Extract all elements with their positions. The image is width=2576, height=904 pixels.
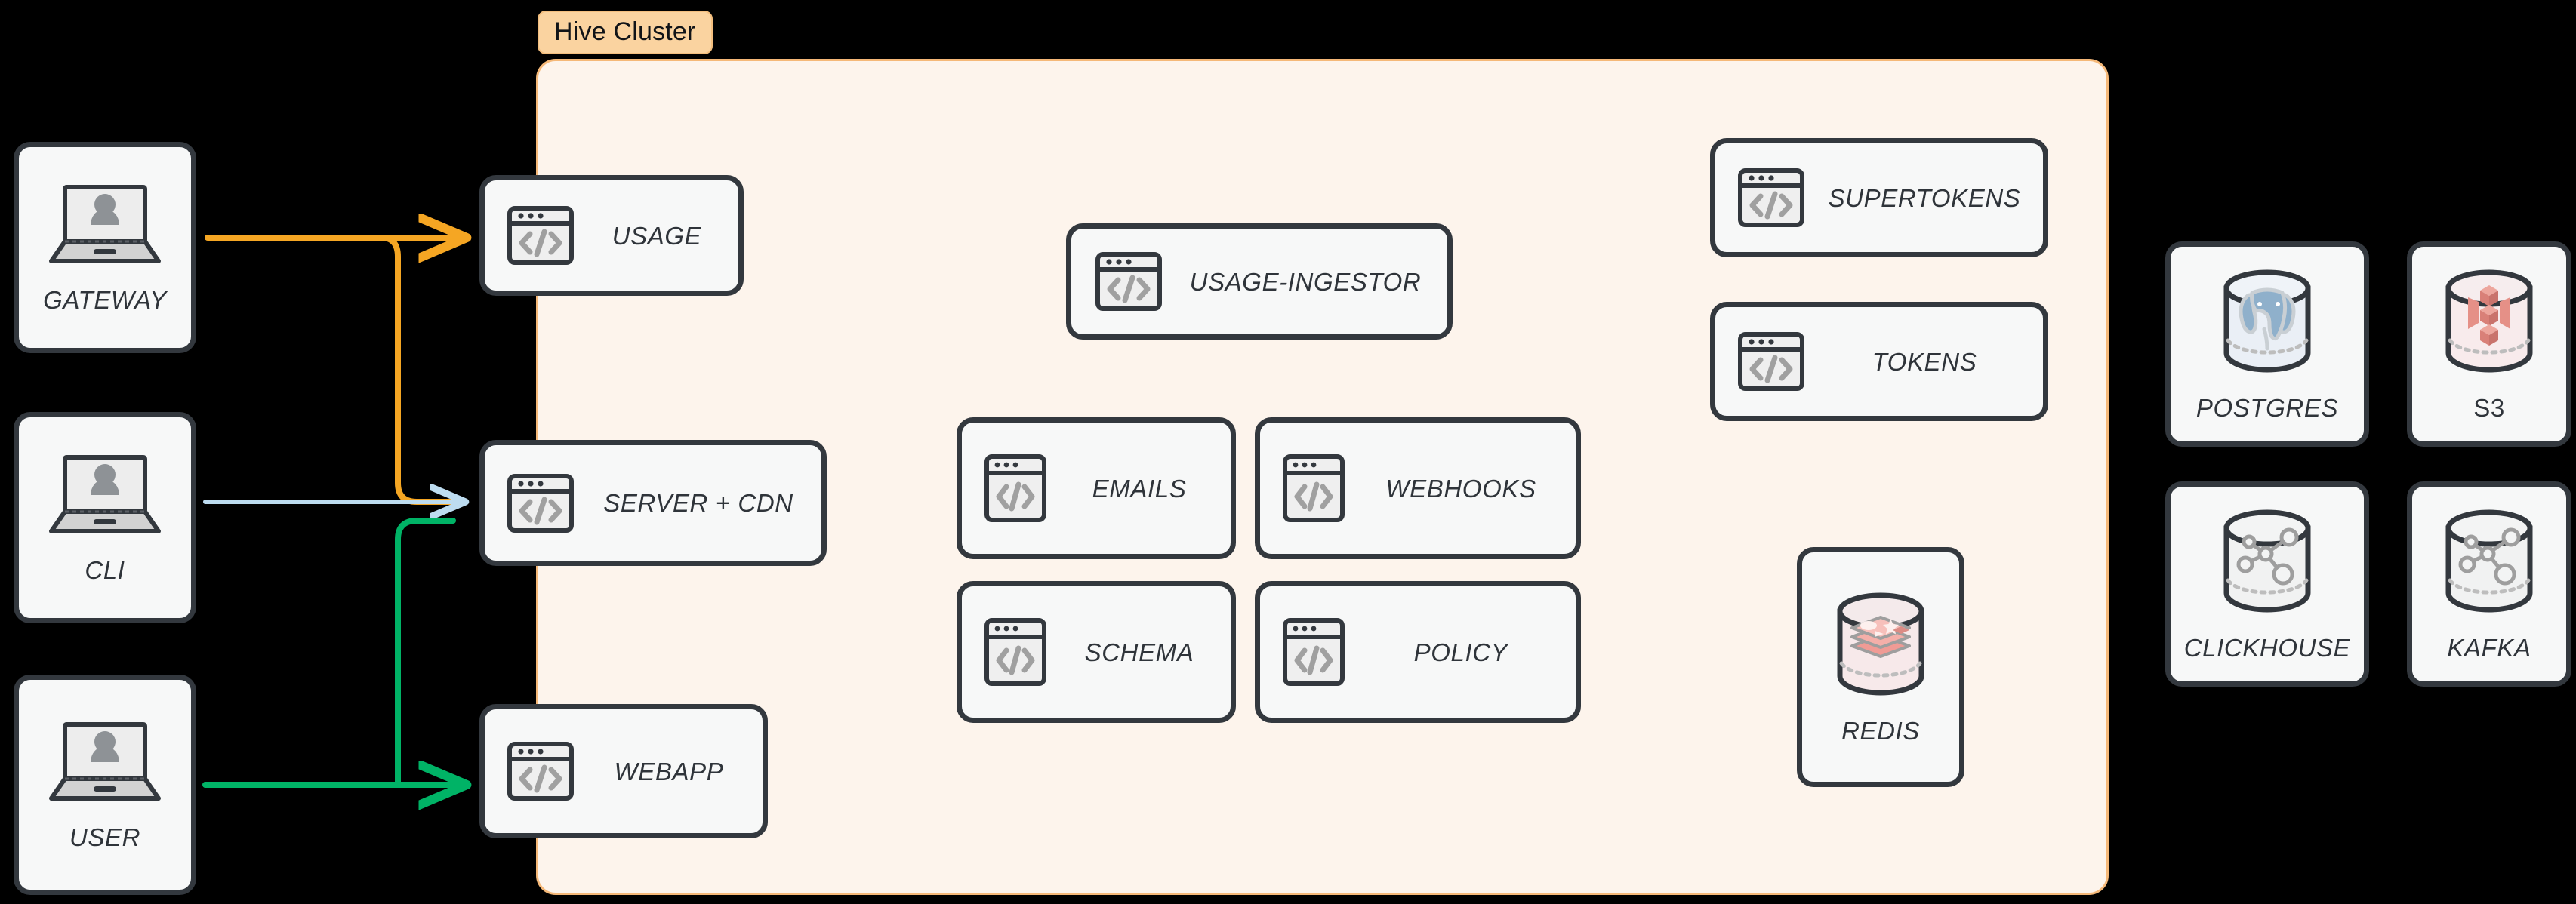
node-postgres-label: POSTGRES: [2195, 393, 2339, 422]
graph-cylinder-icon: [2217, 509, 2317, 616]
node-webhooks-label: WEBHOOKS: [1385, 474, 1536, 503]
laptop-user-icon: [45, 183, 165, 268]
node-cli[interactable]: CLI: [14, 412, 196, 623]
laptop-user-icon: [45, 454, 165, 538]
node-redis[interactable]: REDIS: [1797, 547, 1964, 787]
node-webapp[interactable]: WEBAPP: [479, 704, 768, 838]
node-usage-ingestor[interactable]: USAGE-INGESTOR: [1066, 223, 1453, 340]
node-webapp-label: WEBAPP: [614, 757, 724, 786]
node-server-cdn-label: SERVER + CDN: [603, 489, 793, 517]
node-tokens-label: TOKENS: [1872, 347, 1977, 376]
node-supertokens-label: SUPERTOKENS: [1828, 183, 2021, 212]
code-window-icon: [506, 736, 575, 806]
hive-cluster-badge: Hive Cluster: [538, 11, 713, 54]
s3-cylinder-icon: [2439, 269, 2539, 376]
node-supertokens[interactable]: SUPERTOKENS: [1710, 138, 2048, 257]
node-policy[interactable]: POLICY: [1255, 581, 1581, 723]
node-emails[interactable]: EMAILS: [957, 417, 1236, 559]
node-usage[interactable]: USAGE: [479, 175, 744, 296]
node-server-cdn[interactable]: SERVER + CDN: [479, 440, 827, 566]
code-window-icon: [983, 450, 1048, 526]
code-window-icon: [506, 201, 575, 270]
connector-gateway-to-server-cdn: [378, 235, 456, 505]
node-policy-label: POLICY: [1413, 638, 1508, 666]
node-s3-label: S3: [2473, 393, 2505, 422]
code-window-icon: [1281, 450, 1346, 526]
code-window-icon: [1281, 614, 1346, 690]
node-gateway[interactable]: GATEWAY: [14, 142, 196, 353]
code-window-icon: [1736, 163, 1806, 232]
node-tokens[interactable]: TOKENS: [1710, 302, 2048, 421]
node-user-label: USER: [69, 823, 141, 851]
node-schema[interactable]: SCHEMA: [957, 581, 1236, 723]
code-window-icon: [983, 614, 1048, 690]
node-user[interactable]: USER: [14, 675, 196, 895]
code-window-icon: [1094, 247, 1163, 316]
node-schema-label: SCHEMA: [1084, 638, 1194, 666]
node-usage-ingestor-label: USAGE-INGESTOR: [1189, 267, 1422, 296]
node-redis-label: REDIS: [1841, 716, 1920, 745]
node-usage-label: USAGE: [612, 221, 702, 250]
node-webhooks[interactable]: WEBHOOKS: [1255, 417, 1581, 559]
node-clickhouse-label: CLICKHOUSE: [2183, 633, 2351, 662]
code-window-icon: [506, 469, 575, 538]
laptop-user-icon: [45, 721, 165, 805]
code-window-icon: [1736, 327, 1806, 396]
redis-cylinder-icon: [1831, 592, 1930, 699]
node-cli-label: CLI: [85, 555, 125, 584]
node-gateway-label: GATEWAY: [43, 285, 167, 314]
graph-cylinder-icon: [2439, 509, 2539, 616]
node-postgres[interactable]: POSTGRES: [2165, 241, 2369, 447]
connector-user-to-server-cdn: [395, 518, 456, 788]
node-s3[interactable]: S3: [2407, 241, 2571, 447]
node-kafka[interactable]: KAFKA: [2407, 481, 2571, 687]
node-emails-label: EMAILS: [1092, 474, 1187, 503]
node-kafka-label: KAFKA: [2447, 633, 2531, 662]
postgres-cylinder-icon: [2217, 269, 2317, 376]
node-clickhouse[interactable]: CLICKHOUSE: [2165, 481, 2369, 687]
